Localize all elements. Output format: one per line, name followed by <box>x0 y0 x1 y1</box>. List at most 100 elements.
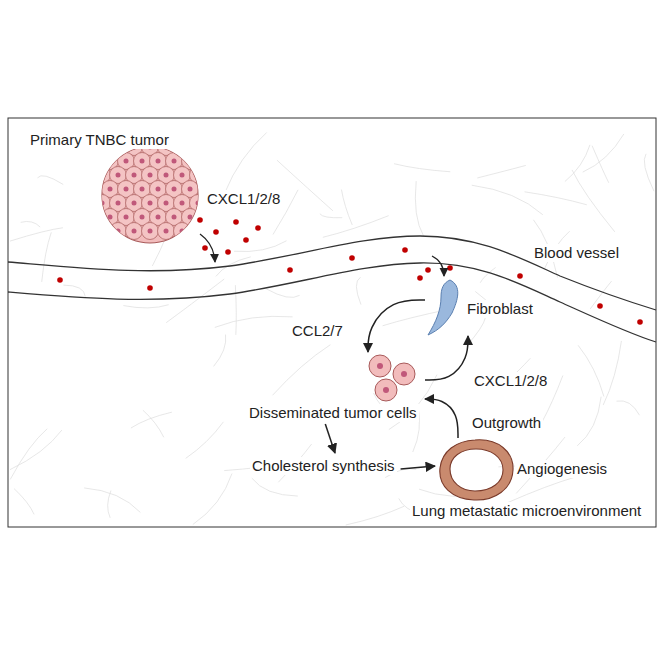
cell-nucleus <box>196 173 201 178</box>
vessel-ring <box>440 440 513 500</box>
fiber <box>466 318 485 347</box>
fiber <box>592 146 609 183</box>
fibroblast-cell <box>428 280 458 335</box>
cell-nucleus <box>132 173 137 178</box>
cell-nucleus <box>148 173 153 178</box>
vessel-wall <box>8 263 656 342</box>
fiber <box>480 268 495 283</box>
tumor-cell <box>174 139 191 156</box>
frame <box>8 118 656 527</box>
fiber <box>225 133 267 194</box>
fiber <box>123 305 168 308</box>
cell-nucleus <box>148 229 153 234</box>
annotation-label: Primary TNBC tumor <box>28 131 171 149</box>
cell-nucleus <box>196 229 201 234</box>
cell-nucleus <box>164 173 169 178</box>
tumor-cells <box>94 139 215 240</box>
fiber <box>266 289 299 298</box>
cell-nucleus <box>172 215 177 220</box>
tumor-cell <box>94 223 111 240</box>
fiber <box>415 181 423 236</box>
cell-nucleus <box>164 201 169 206</box>
fiber <box>583 134 624 172</box>
cell-nucleus <box>100 229 105 234</box>
fiber <box>603 341 621 405</box>
tissue-fibers <box>10 133 654 525</box>
cell-nucleus <box>108 215 113 220</box>
signal-arrow <box>425 399 458 438</box>
cell-nucleus <box>204 159 209 164</box>
signal-arrow <box>425 336 468 380</box>
cell-nucleus <box>124 215 129 220</box>
annotation-label: CXCL1/2/8 <box>205 190 282 208</box>
annotation-label: Lung metastatic microenvironment <box>410 502 643 520</box>
fiber <box>10 429 47 480</box>
fiber <box>644 154 654 191</box>
cell-nucleus <box>196 201 201 206</box>
edge-label: CCL2/7 <box>290 322 345 340</box>
fiber <box>394 164 450 172</box>
node-label: Angiogenesis <box>515 460 609 478</box>
disseminated-cells <box>369 355 415 401</box>
fiber <box>346 506 404 525</box>
fiber <box>577 397 601 446</box>
cell-nucleus <box>164 229 169 234</box>
illustrated-node: Fibroblast <box>425 278 550 336</box>
illustrated-node: Cholesterol synthesis <box>250 453 401 479</box>
cell-nucleus <box>172 159 177 164</box>
fiber <box>186 422 224 459</box>
illustrated-node: Disseminated tumor cells <box>245 352 425 424</box>
cell-nucleus <box>204 215 209 220</box>
fiber <box>507 477 577 503</box>
fiber <box>273 345 331 395</box>
secretion-arrow <box>432 256 444 276</box>
fiber <box>21 221 41 227</box>
fiber <box>472 185 543 214</box>
tumor-cell <box>190 139 207 156</box>
tumor-cell <box>110 223 127 240</box>
cell-nucleus <box>180 173 185 178</box>
fiber <box>234 241 286 252</box>
chemokine-dots <box>57 217 643 325</box>
cell-nucleus <box>188 159 193 164</box>
tumor-cell <box>198 209 215 226</box>
cell-nucleus <box>108 187 113 192</box>
fiber <box>578 345 604 396</box>
fiber <box>320 214 342 218</box>
fiber <box>38 176 64 185</box>
signal-arrow <box>325 424 335 453</box>
node-label: Fibroblast <box>465 300 535 318</box>
fiber <box>63 285 85 296</box>
fiber <box>525 192 587 205</box>
annotation-label: Blood vessel <box>532 244 621 262</box>
fiber <box>323 216 389 238</box>
illustrated-node: Angiogenesis <box>435 438 615 500</box>
cell-nucleus <box>180 229 185 234</box>
fiber <box>590 281 611 309</box>
fiber <box>215 316 293 327</box>
node-label: Disseminated tumor cells <box>247 404 419 422</box>
cell-nucleus <box>156 215 161 220</box>
secretion-arrow <box>200 234 215 262</box>
cell-nucleus <box>188 215 193 220</box>
edge-label: CXCL1/2/8 <box>472 372 549 390</box>
fiber <box>477 165 525 178</box>
fiber <box>10 228 63 241</box>
cell-nucleus <box>188 187 193 192</box>
fiber <box>84 488 140 512</box>
fiber <box>131 412 172 428</box>
cell-nucleus <box>140 215 145 220</box>
edge-label: Outgrowth <box>470 414 543 432</box>
cell-nucleus <box>140 159 145 164</box>
fiber <box>143 410 164 437</box>
fiber <box>341 190 352 225</box>
fiber <box>252 478 298 496</box>
cell-nucleus <box>124 159 129 164</box>
signal-arrow <box>401 466 435 469</box>
cell-nucleus <box>140 187 145 192</box>
cell-nucleus <box>196 145 201 150</box>
tumor-mass <box>102 147 198 243</box>
tumor-cell <box>198 153 215 170</box>
